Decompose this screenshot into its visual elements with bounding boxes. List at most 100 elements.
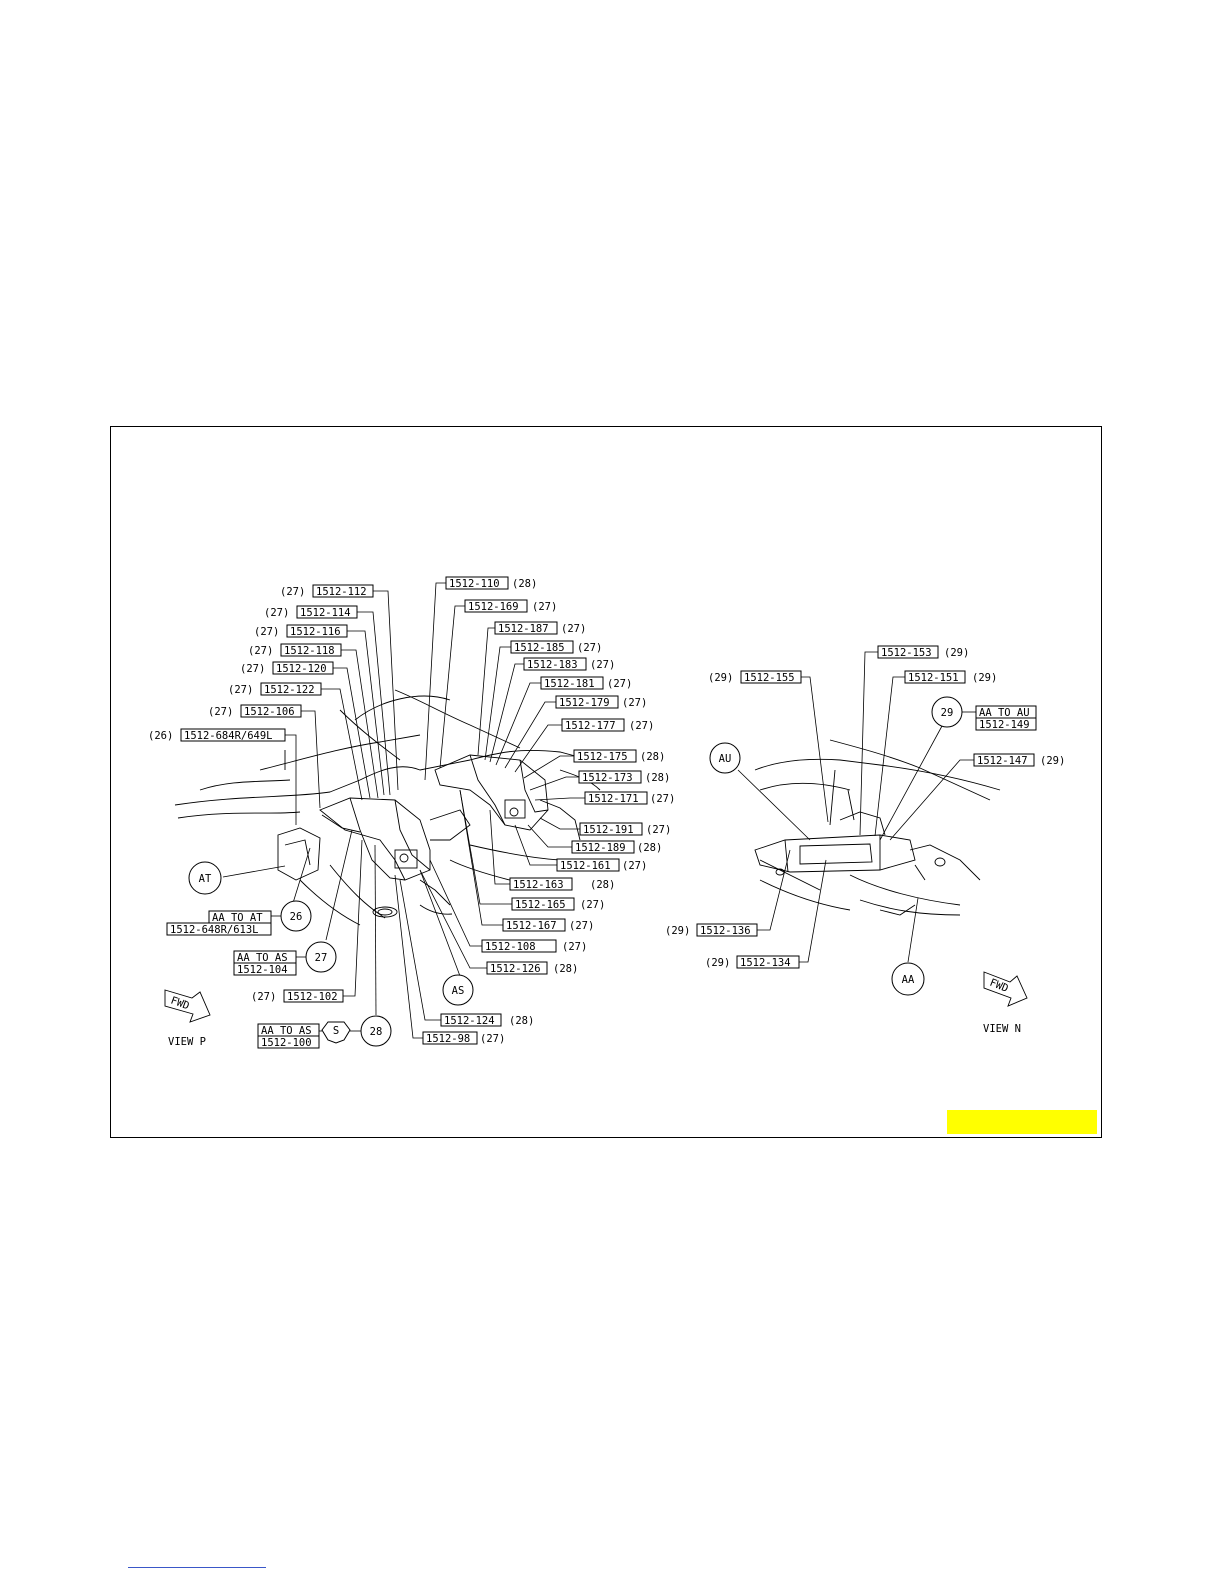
callout-1512-153: 1512-153 (29) bbox=[877, 645, 969, 659]
view-n-leaders bbox=[737, 651, 974, 963]
svg-text:1512-100: 1512-100 bbox=[261, 1037, 312, 1049]
svg-text:(27): (27) bbox=[264, 607, 289, 619]
footer-rule bbox=[128, 1567, 266, 1568]
svg-text:(27): (27) bbox=[646, 824, 671, 836]
svg-text:1512-151: 1512-151 bbox=[908, 672, 959, 684]
figure-frame bbox=[110, 426, 1102, 1138]
callout-1512-155: (29) 1512-155 bbox=[708, 670, 802, 684]
svg-text:1512-163: 1512-163 bbox=[513, 879, 564, 891]
callout-1512-684r-649l: (26) 1512-684R/649L bbox=[148, 728, 286, 742]
svg-text:(29): (29) bbox=[972, 672, 997, 684]
svg-text:1512-153: 1512-153 bbox=[881, 647, 932, 659]
svg-text:(27): (27) bbox=[208, 706, 233, 718]
svg-text:(27): (27) bbox=[622, 697, 647, 709]
callout-1512-118: (27) 1512-118 bbox=[248, 643, 342, 657]
callout-1512-167: 1512-167 (27) bbox=[502, 918, 594, 932]
svg-text:1512-179: 1512-179 bbox=[559, 697, 610, 709]
svg-text:(28): (28) bbox=[512, 578, 537, 590]
svg-text:(27): (27) bbox=[577, 642, 602, 654]
svg-text:(27): (27) bbox=[650, 793, 675, 805]
svg-text:(27): (27) bbox=[248, 645, 273, 657]
svg-text:(27): (27) bbox=[569, 920, 594, 932]
svg-text:AA TO AS: AA TO AS bbox=[237, 952, 288, 964]
view-p-title: VIEW P bbox=[168, 1036, 206, 1048]
callout-1512-108: 1512-108 (27) bbox=[481, 939, 587, 953]
svg-text:(27): (27) bbox=[251, 991, 276, 1003]
svg-text:26: 26 bbox=[290, 911, 303, 923]
svg-text:1512-102: 1512-102 bbox=[287, 991, 338, 1003]
svg-text:1512-165: 1512-165 bbox=[515, 899, 566, 911]
callout-1512-165: 1512-165 (27) bbox=[511, 897, 605, 911]
callout-1512-175: 1512-175 (28) bbox=[573, 749, 665, 763]
callout-1512-181: 1512-181 (27) bbox=[540, 676, 632, 690]
callout-1512-122: (27) 1512-122 bbox=[228, 682, 322, 696]
svg-text:(28): (28) bbox=[509, 1015, 534, 1027]
svg-text:1512-106: 1512-106 bbox=[244, 706, 295, 718]
svg-text:1512-183: 1512-183 bbox=[527, 659, 578, 671]
svg-text:(26): (26) bbox=[148, 730, 173, 742]
ref-aa-to-au: AA TO AU 1512-149 bbox=[975, 705, 1037, 731]
circle-as: AS bbox=[442, 974, 474, 1006]
callout-1512-124: 1512-124 (28) bbox=[440, 1013, 534, 1027]
svg-text:1512-116: 1512-116 bbox=[290, 626, 341, 638]
view-p-markers: AT AS 26 27 28 S AA TO AT 151 bbox=[164, 861, 474, 1049]
callout-1512-134: (29) 1512-134 bbox=[705, 955, 800, 969]
highlight-tag bbox=[947, 1110, 1097, 1134]
circle-aa: AA bbox=[891, 962, 925, 996]
callout-1512-183: 1512-183 (27) bbox=[523, 657, 615, 671]
svg-text:1512-648R/613L: 1512-648R/613L bbox=[170, 924, 259, 936]
svg-text:29: 29 bbox=[941, 707, 954, 719]
svg-text:1512-155: 1512-155 bbox=[744, 672, 795, 684]
svg-text:(29): (29) bbox=[665, 925, 690, 937]
svg-text:(28): (28) bbox=[553, 963, 578, 975]
ref-aa-to-as-2: AA TO AS 1512-100 bbox=[257, 1023, 320, 1049]
svg-text:27: 27 bbox=[315, 952, 328, 964]
circle-29: 29 bbox=[931, 696, 963, 728]
svg-text:1512-684R/649L: 1512-684R/649L bbox=[184, 730, 273, 742]
callout-1512-171: 1512-171 (27) bbox=[584, 791, 675, 805]
callout-1512-161: 1512-161 (27) bbox=[556, 858, 647, 872]
callout-1512-112: (27) 1512-112 bbox=[280, 584, 374, 598]
svg-text:(27): (27) bbox=[240, 663, 265, 675]
view-p-callouts: (27) 1512-112 (27) 1512-114 (27) 1512-11… bbox=[148, 576, 675, 1045]
svg-text:AA TO AU: AA TO AU bbox=[979, 707, 1030, 719]
callout-1512-191: 1512-191 (27) bbox=[579, 822, 671, 836]
callout-1512-187: 1512-187 (27) bbox=[494, 621, 586, 635]
svg-text:(29): (29) bbox=[944, 647, 969, 659]
svg-text:(27): (27) bbox=[561, 623, 586, 635]
svg-text:AU: AU bbox=[719, 753, 732, 765]
svg-text:1512-167: 1512-167 bbox=[506, 920, 557, 932]
svg-text:(28): (28) bbox=[645, 772, 670, 784]
callout-1512-185: 1512-185 (27) bbox=[510, 640, 602, 654]
svg-text:FWD: FWD bbox=[169, 995, 191, 1013]
svg-text:(27): (27) bbox=[280, 586, 305, 598]
svg-text:AT: AT bbox=[199, 873, 212, 885]
callout-1512-169: 1512-169 (27) bbox=[464, 599, 557, 613]
svg-text:1512-118: 1512-118 bbox=[284, 645, 335, 657]
callout-1512-110: 1512-110 (28) bbox=[445, 576, 537, 590]
svg-text:(27): (27) bbox=[580, 899, 605, 911]
svg-text:(27): (27) bbox=[622, 860, 647, 872]
callout-1512-126: 1512-126 (28) bbox=[486, 961, 578, 975]
svg-text:1512-126: 1512-126 bbox=[490, 963, 541, 975]
circle-27: 27 bbox=[305, 941, 337, 973]
callout-1512-114: (27) 1512-114 bbox=[264, 605, 358, 619]
fwd-arrow-n: FWD bbox=[983, 971, 1028, 1007]
svg-text:(27): (27) bbox=[590, 659, 615, 671]
callout-1512-98: 1512-98 (27) bbox=[422, 1031, 505, 1045]
svg-text:AS: AS bbox=[452, 985, 465, 997]
svg-text:1512-120: 1512-120 bbox=[276, 663, 327, 675]
ref-aa-to-as: AA TO AS 1512-104 bbox=[233, 950, 297, 976]
fwd-arrow-p: FWD bbox=[164, 989, 211, 1023]
callout-1512-177: 1512-177 (27) bbox=[561, 718, 654, 732]
svg-text:(27): (27) bbox=[254, 626, 279, 638]
ref-aa-to-at: AA TO AT 1512-648R/613L bbox=[166, 910, 272, 936]
svg-text:1512-187: 1512-187 bbox=[498, 623, 549, 635]
svg-text:28: 28 bbox=[370, 1026, 383, 1038]
svg-text:(27): (27) bbox=[228, 684, 253, 696]
svg-text:1512-189: 1512-189 bbox=[575, 842, 626, 854]
svg-text:1512-114: 1512-114 bbox=[300, 607, 351, 619]
svg-text:(27): (27) bbox=[629, 720, 654, 732]
svg-text:1512-112: 1512-112 bbox=[316, 586, 367, 598]
